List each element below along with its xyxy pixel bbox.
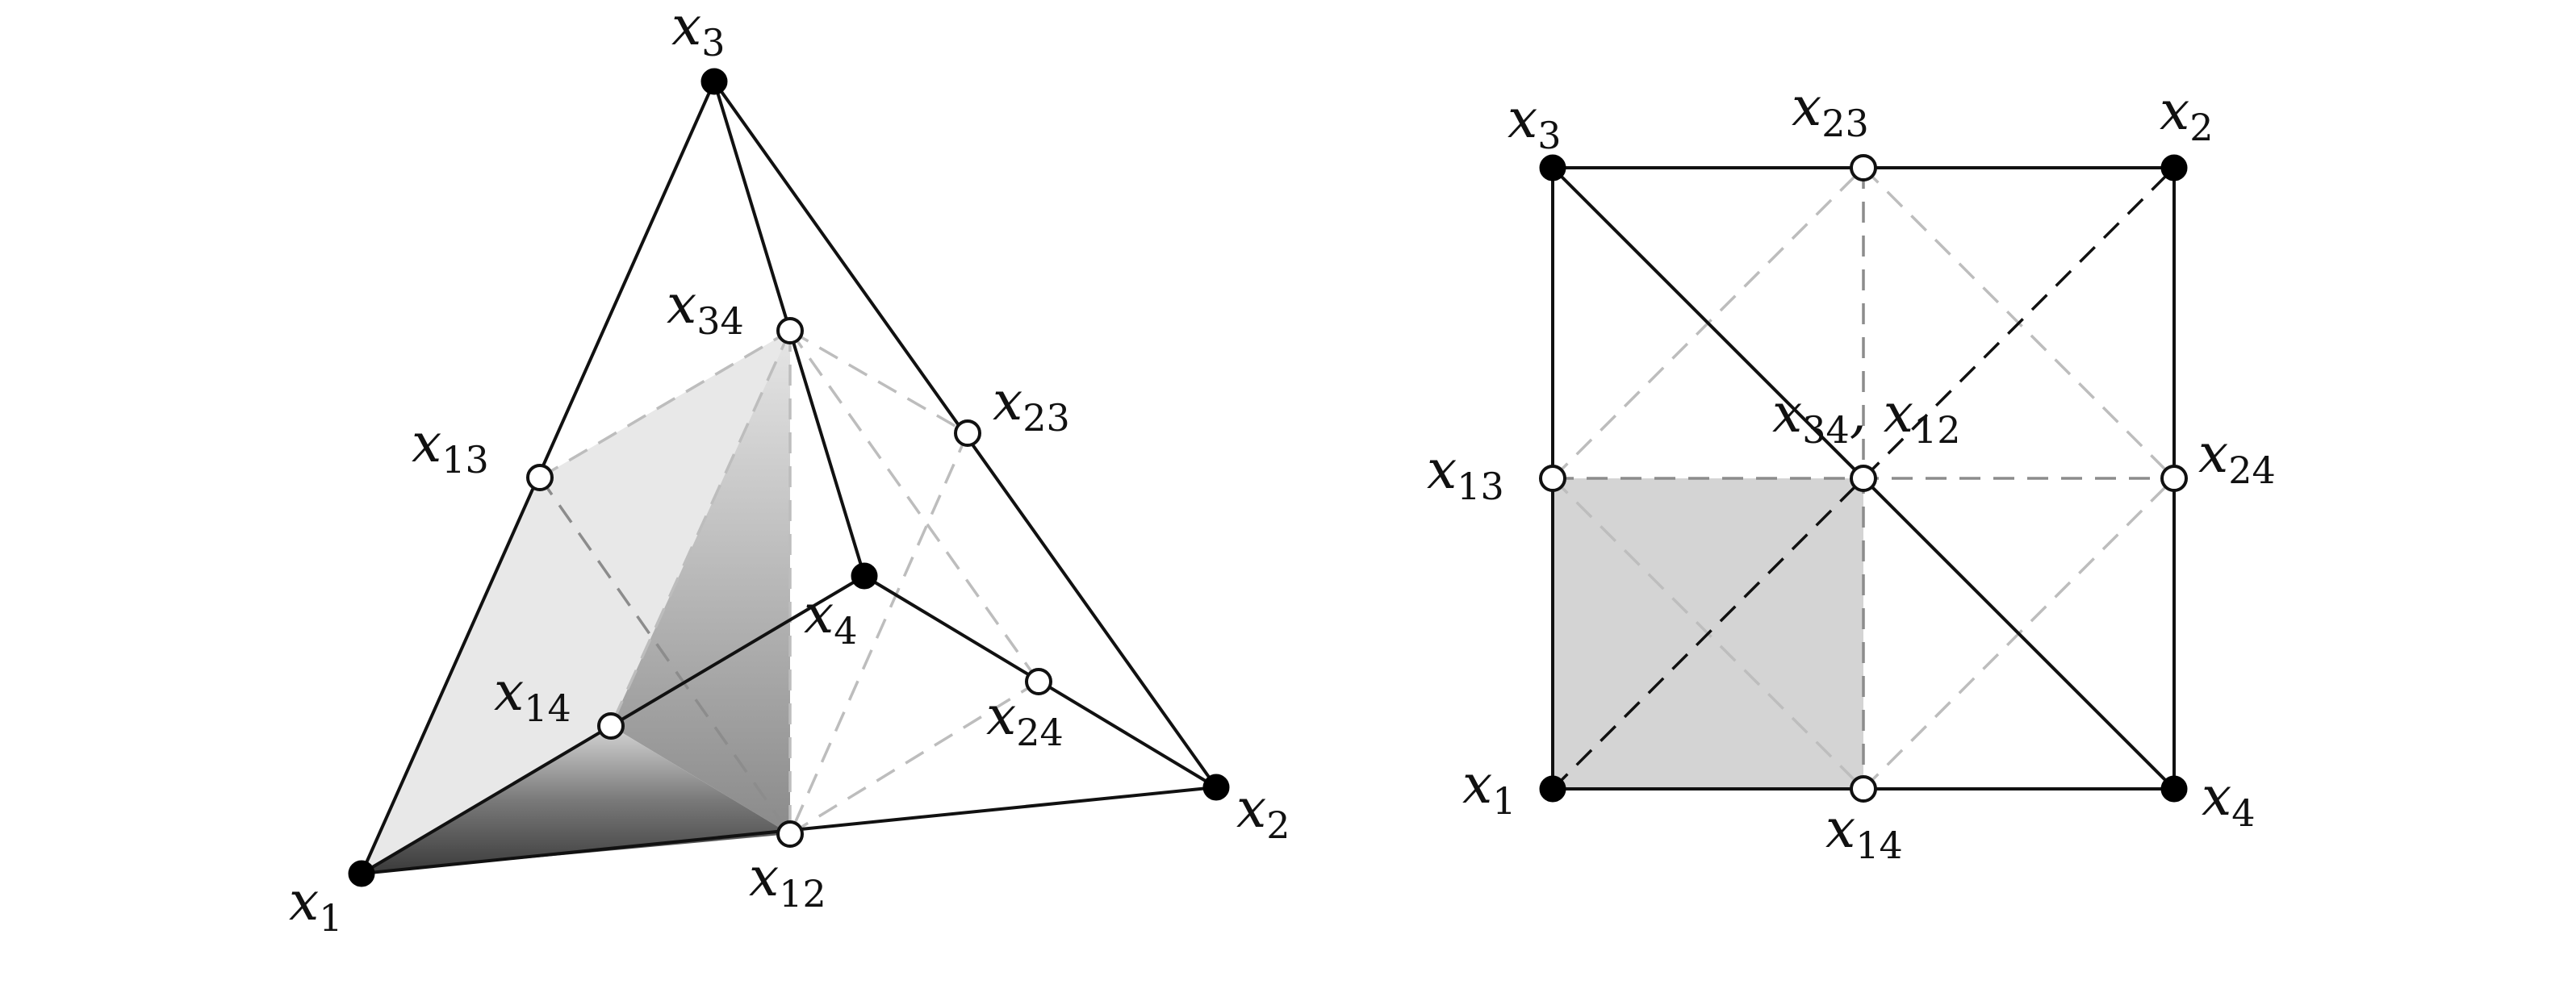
vertex-x14 (1850, 775, 1877, 803)
dashed-edge (788, 329, 1040, 683)
vertex-x34-x12 (1850, 465, 1877, 492)
label-x14: x14 (494, 661, 571, 730)
label-x2: x2 (1236, 778, 1290, 847)
label-x23: x23 (993, 370, 1070, 440)
dashed-diagonal (1551, 166, 2176, 791)
label-x4: x4 (2202, 765, 2256, 835)
dashed-edge (789, 680, 1039, 836)
vertex-x13 (526, 464, 554, 491)
vertex-x4 (851, 562, 878, 590)
dashed-edge (609, 330, 792, 727)
label-x23: x23 (1792, 76, 1869, 145)
vertex-x3 (700, 68, 728, 95)
dashed-edge (538, 476, 792, 836)
label-x3: x3 (1508, 88, 1562, 157)
shaded-face-light (362, 331, 790, 874)
vertex-x12 (776, 820, 804, 848)
vertex-x2 (2160, 154, 2188, 181)
label-x24: x24 (2198, 423, 2276, 492)
shaded-face-mid (611, 331, 790, 834)
label-x13: x13 (1427, 439, 1504, 508)
vertex-x1 (1539, 775, 1566, 803)
vertex-x14 (597, 712, 625, 740)
vertex-x2 (1202, 774, 1230, 801)
vertex-x24 (2160, 465, 2188, 492)
vertex-x23 (1850, 154, 1877, 181)
label-x34-x12: x34, x12 (1772, 382, 1961, 452)
label-x13: x13 (412, 412, 489, 482)
label-x3: x3 (671, 0, 726, 65)
label-x4: x4 (804, 583, 858, 653)
vertex-x1 (348, 860, 375, 887)
vertex-x24 (1025, 668, 1052, 695)
square-diagram: x3 x23 x2 x34, x12 x13 x24 x1 x14 x4 (1427, 76, 2276, 867)
dashed-edge (789, 329, 968, 435)
label-x12: x12 (749, 846, 826, 916)
vertex-x3 (1539, 154, 1566, 181)
label-x14: x14 (1825, 798, 1903, 867)
vertex-x13 (1539, 465, 1566, 492)
tetrahedron-diagram: x3 x34 x13 x23 x4 x14 x24 x2 x12 x1 (289, 0, 1290, 940)
dashed-edge (788, 432, 969, 835)
vertex-x23 (954, 419, 981, 447)
label-x24: x24 (986, 685, 1064, 754)
vertex-x4 (2160, 775, 2188, 803)
label-x1: x1 (289, 870, 343, 940)
shaded-face-dark (362, 726, 790, 874)
label-x1: x1 (1462, 753, 1516, 823)
dashed-edge (539, 329, 791, 479)
vertex-x34 (776, 317, 804, 344)
label-x34: x34 (667, 273, 744, 343)
label-x2: x2 (2160, 80, 2214, 149)
